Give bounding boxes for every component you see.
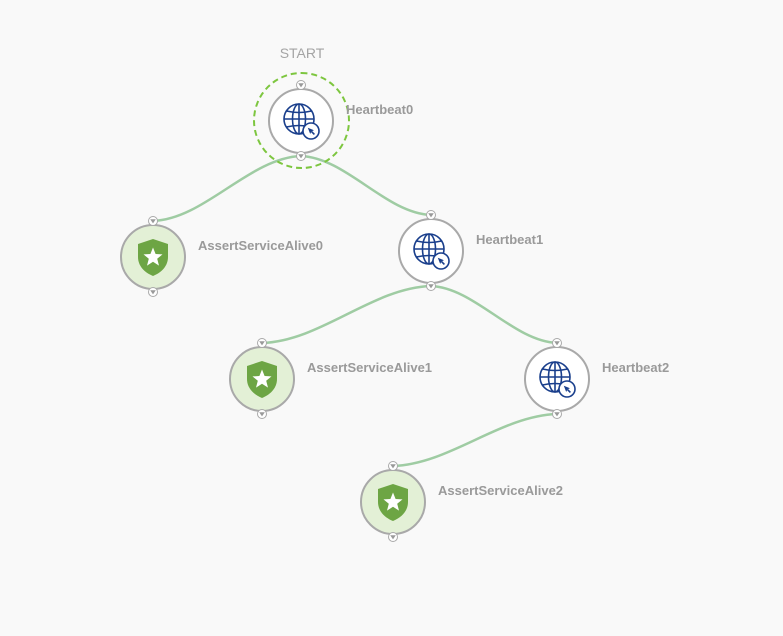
output-handle[interactable] bbox=[257, 409, 267, 419]
edge-heartbeat2-to-assert2[interactable] bbox=[392, 412, 558, 468]
output-handle[interactable] bbox=[552, 409, 562, 419]
node-label: Heartbeat2 bbox=[602, 360, 670, 375]
shield-star-icon bbox=[242, 359, 282, 399]
input-handle[interactable] bbox=[388, 461, 398, 471]
node-heartbeat1[interactable]: Heartbeat1 bbox=[398, 218, 543, 284]
globe-cursor-icon bbox=[281, 101, 321, 141]
output-handle[interactable] bbox=[388, 532, 398, 542]
node-label: AssertServiceAlive0 bbox=[198, 238, 324, 253]
globe-cursor-icon bbox=[411, 231, 451, 271]
node-label: AssertServiceAlive1 bbox=[307, 360, 433, 375]
input-handle[interactable] bbox=[148, 216, 158, 226]
node-label: Heartbeat1 bbox=[476, 232, 544, 247]
shield-star-icon bbox=[133, 237, 173, 277]
node-assert-service-alive2[interactable]: AssertServiceAlive2 bbox=[360, 469, 563, 535]
edge-heartbeat0-to-assert0[interactable] bbox=[152, 154, 302, 223]
input-handle[interactable] bbox=[426, 210, 436, 220]
edge-heartbeat1-to-assert1[interactable] bbox=[261, 284, 432, 345]
node-heartbeat0[interactable]: Heartbeat0 bbox=[268, 88, 413, 154]
globe-cursor-icon bbox=[537, 359, 577, 399]
node-label: AssertServiceAlive2 bbox=[438, 483, 564, 498]
node-heartbeat2[interactable]: Heartbeat2 bbox=[524, 346, 669, 412]
edge-heartbeat1-to-heartbeat2[interactable] bbox=[430, 284, 558, 345]
node-assert-service-alive0[interactable]: AssertServiceAlive0 bbox=[120, 224, 323, 290]
output-handle[interactable] bbox=[148, 287, 158, 297]
node-label: Heartbeat0 bbox=[346, 102, 414, 117]
input-handle[interactable] bbox=[296, 80, 306, 90]
input-handle[interactable] bbox=[257, 338, 267, 348]
start-indicator bbox=[253, 72, 350, 169]
shield-star-icon bbox=[373, 482, 413, 522]
output-handle[interactable] bbox=[296, 151, 306, 161]
input-handle[interactable] bbox=[552, 338, 562, 348]
start-label: START bbox=[279, 45, 325, 61]
node-assert-service-alive1[interactable]: AssertServiceAlive1 bbox=[229, 346, 432, 412]
output-handle[interactable] bbox=[426, 281, 436, 291]
